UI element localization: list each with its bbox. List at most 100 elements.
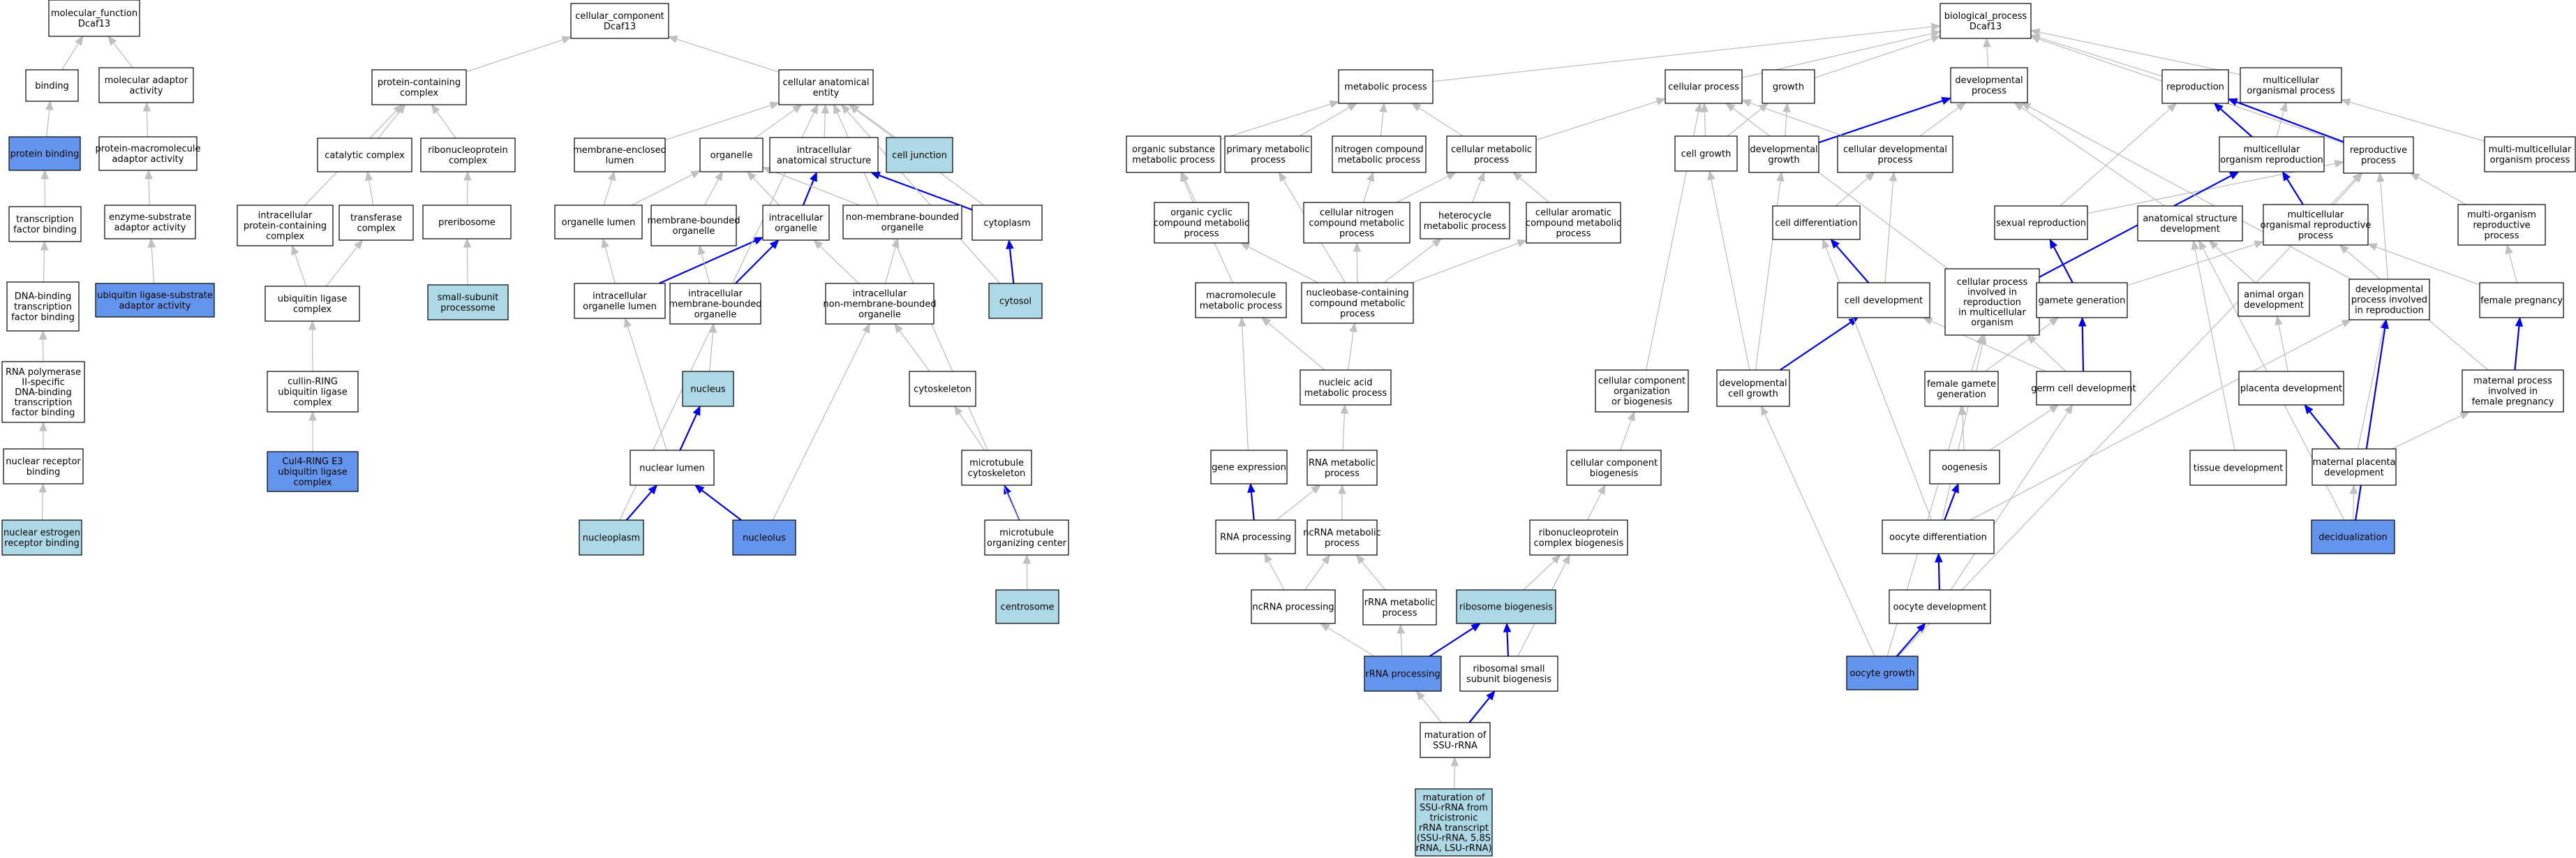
node-box[interactable] bbox=[1566, 450, 1662, 486]
node-box[interactable] bbox=[1195, 282, 1287, 318]
node-box[interactable] bbox=[579, 519, 644, 556]
go-term-node-sexrep[interactable]: sexual reproduction bbox=[1994, 205, 2088, 240]
go-term-node-nucleus[interactable]: nucleus bbox=[682, 371, 734, 407]
go-term-node-oocdev[interactable]: oocyte development bbox=[1889, 589, 1991, 624]
node-box[interactable] bbox=[2311, 519, 2395, 554]
node-box[interactable] bbox=[1772, 205, 1861, 240]
go-term-node-oocgrowth[interactable]: oocyte growth bbox=[1846, 656, 1919, 690]
go-term-node-rrnaproc[interactable]: rRNA processing bbox=[1364, 656, 1442, 692]
node-box[interactable] bbox=[1364, 656, 1442, 692]
node-box[interactable] bbox=[2263, 204, 2369, 246]
go-term-node-geneexp[interactable]: gene expression bbox=[1210, 450, 1288, 485]
node-box[interactable] bbox=[769, 137, 879, 173]
node-box[interactable] bbox=[650, 205, 737, 246]
node-box[interactable] bbox=[25, 69, 79, 102]
node-box[interactable] bbox=[2484, 136, 2576, 172]
go-term-node-growth[interactable]: growth bbox=[1762, 69, 1815, 104]
node-box[interactable] bbox=[1362, 589, 1437, 626]
node-box[interactable] bbox=[630, 450, 715, 486]
go-term-node-metab[interactable]: metabolic process bbox=[1338, 69, 1434, 104]
go-term-node-gamgen[interactable]: gamete generation bbox=[2036, 282, 2128, 318]
node-box[interactable] bbox=[1332, 135, 1427, 173]
node-box[interactable] bbox=[1716, 369, 1790, 407]
node-box[interactable] bbox=[574, 283, 666, 319]
node-box[interactable] bbox=[2238, 371, 2344, 406]
node-box[interactable] bbox=[104, 205, 196, 239]
node-box[interactable] bbox=[984, 519, 1069, 556]
node-box[interactable] bbox=[1338, 69, 1434, 104]
node-box[interactable] bbox=[2343, 136, 2414, 174]
node-box[interactable] bbox=[1420, 202, 1510, 239]
node-box[interactable] bbox=[762, 205, 830, 241]
node-box[interactable] bbox=[1, 519, 82, 556]
go-term-node-cgrowth[interactable]: cell growth bbox=[1674, 135, 1738, 172]
node-box[interactable] bbox=[699, 138, 764, 172]
go-term-node-oocdiff[interactable]: oocyte differentiation bbox=[1882, 519, 1995, 554]
node-box[interactable] bbox=[1526, 202, 1621, 244]
node-box[interactable] bbox=[1940, 3, 2032, 39]
node-box[interactable] bbox=[842, 205, 962, 239]
go-term-node-placdev[interactable]: placenta development bbox=[2238, 371, 2344, 406]
node-box[interactable] bbox=[371, 69, 467, 105]
node-box[interactable] bbox=[6, 281, 80, 332]
node-box[interactable] bbox=[2219, 136, 2325, 172]
node-box[interactable] bbox=[1446, 135, 1537, 173]
go-term-node-ncrnaproc[interactable]: ncRNA processing bbox=[1251, 589, 1336, 624]
node-box[interactable] bbox=[8, 206, 82, 242]
node-box[interactable] bbox=[2238, 282, 2310, 317]
node-box[interactable] bbox=[732, 519, 796, 556]
node-box[interactable] bbox=[2348, 279, 2430, 320]
node-box[interactable] bbox=[1459, 656, 1558, 692]
node-box[interactable] bbox=[995, 589, 1059, 624]
go-term-node-centrosome[interactable]: centrosome bbox=[995, 589, 1059, 624]
go-term-node-orgl[interactable]: organelle lumen bbox=[554, 205, 643, 239]
go-term-node-nucl[interactable]: nuclear lumen bbox=[630, 450, 715, 486]
node-box[interactable] bbox=[1595, 369, 1689, 413]
node-box[interactable] bbox=[971, 205, 1043, 241]
node-box[interactable] bbox=[1950, 67, 2028, 103]
go-term-node-ribob[interactable]: ribosome biogenesis bbox=[1456, 589, 1556, 624]
node-box[interactable] bbox=[1300, 369, 1392, 406]
node-box[interactable] bbox=[1882, 519, 1995, 554]
node-box[interactable] bbox=[1251, 589, 1336, 624]
node-box[interactable] bbox=[1994, 205, 2088, 240]
go-term-node-cytosol[interactable]: cytosol bbox=[988, 283, 1043, 319]
